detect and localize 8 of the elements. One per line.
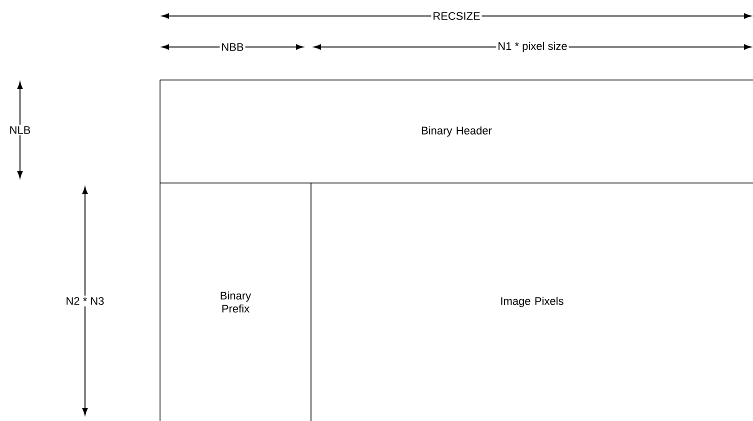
dimension-label: RECSIZE — [431, 10, 482, 22]
dimension-label: NBB — [220, 42, 246, 52]
dimension-label: N2 * N3 — [64, 296, 106, 306]
region-box: Binary Prefix — [160, 182, 312, 421]
dimension-label: N1 * pixel size — [496, 40, 569, 54]
region-box: Image Pixels — [310, 182, 753, 421]
dimension-label: NLB — [8, 124, 32, 136]
region-box: Binary Header — [160, 80, 753, 184]
